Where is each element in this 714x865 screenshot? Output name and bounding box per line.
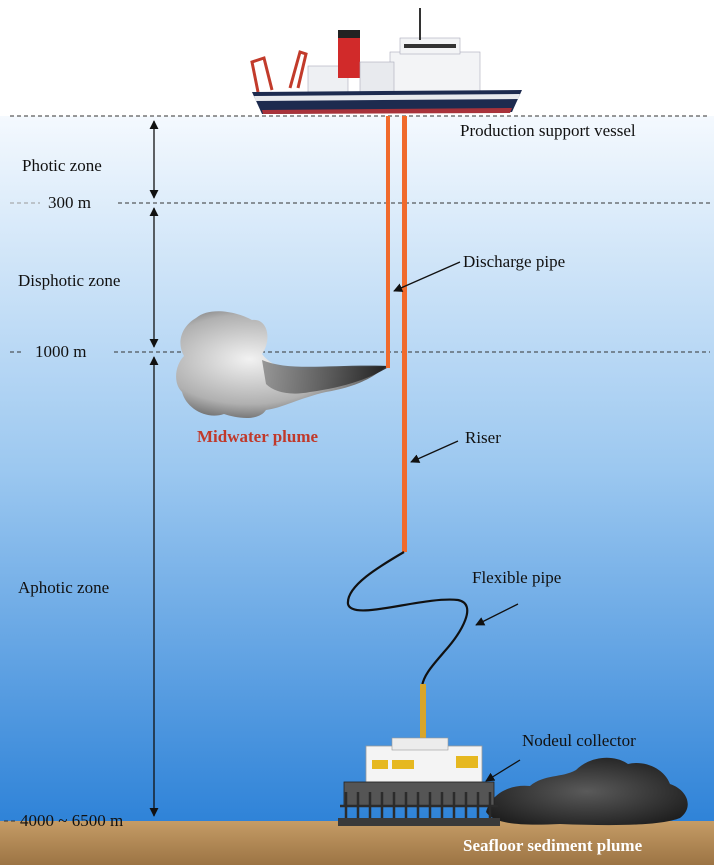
disphotic-zone-label: Disphotic zone <box>18 271 121 290</box>
depth-floor-label: 4000 ~ 6500 m <box>20 811 124 830</box>
discharge-pipe-arrow <box>393 261 461 292</box>
riser-arrow <box>410 440 459 463</box>
ship-crane-mid <box>288 50 308 89</box>
riser-label: Riser <box>465 428 501 447</box>
midwater-plume <box>176 311 390 418</box>
ship-crane-left <box>250 56 274 93</box>
discharge-pipe <box>386 116 390 368</box>
flexible-pipe-arrow <box>475 603 519 626</box>
seafloor <box>0 821 714 865</box>
vessel-label: Production support vessel <box>460 121 636 140</box>
ship-funnel <box>338 30 360 78</box>
flexible-pipe <box>346 551 469 687</box>
collector-tracks <box>340 792 498 824</box>
discharge-pipe-label: Discharge pipe <box>463 252 566 271</box>
depth-1000-label: 1000 m <box>35 342 87 361</box>
flexible-pipe-label: Flexible pipe <box>472 568 562 587</box>
collector-logo-right <box>456 756 478 768</box>
collector-pipe <box>420 684 426 748</box>
sea-water <box>0 116 714 821</box>
ship-waterline <box>262 108 512 114</box>
collector-logo-mid <box>392 760 414 769</box>
collector-logo-left <box>372 760 388 769</box>
midwater-plume-tail <box>262 360 390 394</box>
ship-hull-stripe <box>254 94 520 101</box>
ship-bridge <box>389 51 481 93</box>
ship-bridge-windows <box>404 44 456 48</box>
production-support-vessel <box>250 8 522 114</box>
collector-hood <box>391 737 449 751</box>
aphotic-zone-label: Aphotic zone <box>18 578 110 597</box>
seafloor-sediment-plume <box>486 757 688 826</box>
collector-skid <box>338 818 500 826</box>
riser <box>402 116 407 552</box>
nodule-collector <box>338 737 500 826</box>
midwater-plume-label: Midwater plume <box>197 427 319 446</box>
collector-arrow <box>485 759 521 782</box>
ship-mid-house <box>359 61 395 93</box>
collector-label: Nodeul collector <box>522 731 636 750</box>
ship-funnel-top <box>338 30 360 38</box>
seafloor-plume-label: Seafloor sediment plume <box>463 836 643 855</box>
photic-zone-label: Photic zone <box>22 156 102 175</box>
depth-300-label: 300 m <box>48 193 91 212</box>
midwater-plume-cloud <box>176 311 386 418</box>
